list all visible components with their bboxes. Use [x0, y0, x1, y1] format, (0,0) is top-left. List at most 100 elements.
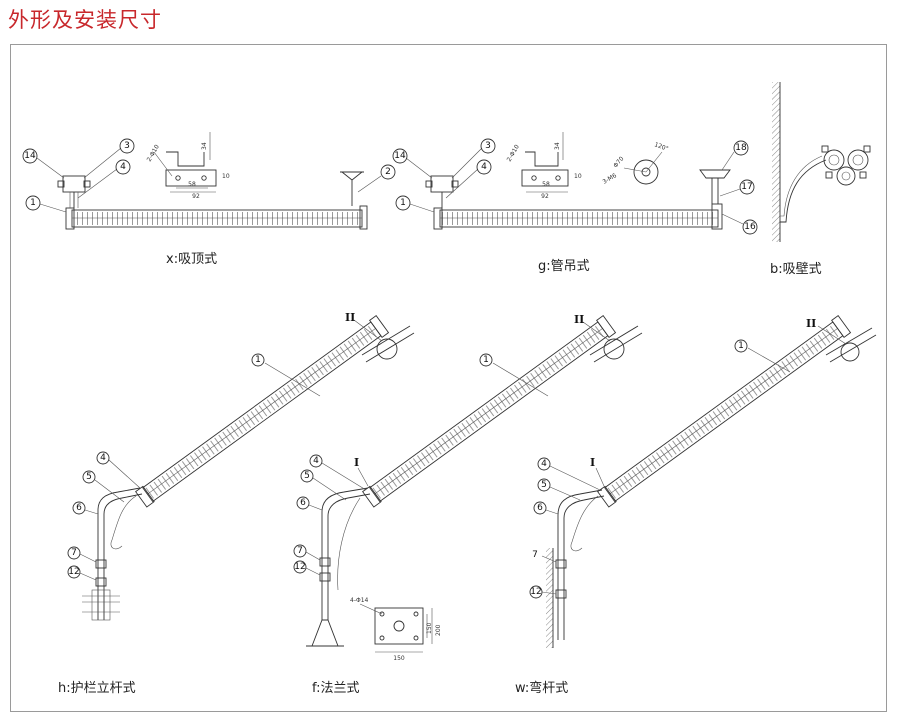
cable: [337, 497, 361, 591]
label-wall-mount: b:吸壁式: [770, 262, 822, 277]
dim-width-2: 92: [541, 193, 549, 200]
callout-1: 1: [483, 355, 489, 365]
callout-6: 6: [76, 503, 82, 513]
callout-16: 16: [744, 222, 756, 232]
callout-1: 1: [255, 355, 261, 365]
callout-5: 5: [541, 480, 547, 490]
clamp-12: [95, 577, 107, 587]
cable: [111, 495, 137, 541]
bracket-detail: 92 58 10 34 2-Φ10: [506, 132, 582, 200]
fixture-end-view: [821, 145, 871, 186]
callout-3: 3: [124, 141, 130, 151]
dim-width-1: 58: [188, 181, 196, 188]
callout-7: 7: [532, 550, 538, 560]
callout-7: 7: [71, 548, 77, 558]
callout-6: 6: [300, 498, 306, 508]
dim-width-1: 58: [542, 181, 550, 188]
fixture-body: [135, 315, 390, 508]
dim-side: 10: [222, 173, 230, 180]
base-plate-detail: 150 200 150 4-Φ14: [350, 597, 442, 662]
callout-4: 4: [120, 162, 126, 172]
clamp-7: [95, 559, 107, 569]
junction-box: [430, 175, 454, 193]
callout-12: 12: [530, 587, 541, 597]
dim-base-width: 150: [393, 655, 405, 662]
callout-4: 4: [100, 453, 106, 463]
label-flange-pole: f:法兰式: [312, 681, 360, 696]
callout-roman-ii: II: [345, 311, 355, 324]
dim-hole: 2-Φ10: [146, 143, 161, 163]
label-guardrail-pole: h:护栏立杆式: [58, 681, 136, 696]
pole: [557, 489, 603, 640]
dim-side: 10: [574, 173, 582, 180]
dim-base-holes: 4-Φ14: [350, 597, 369, 604]
detail-circle-ii: [603, 338, 625, 360]
callout-12: 12: [68, 567, 79, 577]
callout-18: 18: [735, 143, 747, 153]
wall-hatch: [772, 82, 780, 242]
dim-hole: 2-Φ10: [506, 143, 521, 163]
detail-circle-ii: [376, 338, 398, 360]
junction-box: [62, 175, 86, 193]
fixture-body: [439, 209, 719, 228]
fixture-fins: [74, 212, 360, 225]
fixture-body: [71, 209, 363, 228]
cable: [571, 495, 599, 543]
callout-6: 6: [537, 503, 543, 513]
drawing-frame: [10, 44, 887, 712]
dim-flange-holes: 3-M6: [602, 172, 619, 186]
flange-base: [311, 619, 339, 647]
callout-17: 17: [741, 182, 752, 192]
callout-14: 14: [394, 151, 406, 161]
callout-roman-ii: II: [806, 317, 816, 330]
view-h-guardrail-pole: 1 II 4 5 6 7 12 h:护栏立杆式: [58, 311, 415, 696]
end-cap-left: [65, 207, 75, 230]
view-x-ceiling-mount: 92 58 10 34 2-Φ10 14 3 4 1 2 x:吸顶式: [22, 132, 396, 267]
view-w-bent-pole: 1 II I 4 5 6 7 12 w:弯杆式: [515, 315, 877, 696]
callout-4: 4: [481, 162, 487, 172]
pole: [97, 487, 141, 620]
fixture-body: [362, 315, 617, 508]
flange-detail: Φ70 3-M6 120°: [602, 141, 670, 185]
dim-base-h2: 200: [435, 624, 442, 636]
fixture-fins: [442, 212, 716, 225]
view-g-pipe-pendant: 92 58 10 34 2-Φ10 Φ70 3-M6 120° 14 3 4 1…: [392, 132, 758, 274]
dim-flange-angle: 120°: [653, 141, 669, 153]
view-b-wall-mount: b:吸壁式: [770, 82, 871, 277]
callout-5: 5: [86, 472, 92, 482]
wall-hatch: [546, 548, 553, 648]
callout-4: 4: [313, 456, 319, 466]
callout-5: 5: [304, 471, 310, 481]
ceiling-flange: [699, 169, 731, 179]
label-pipe-pendant: g:管吊式: [538, 259, 590, 274]
callout-12: 12: [294, 562, 305, 572]
callout-1: 1: [30, 198, 36, 208]
label-ceiling-mount: x:吸顶式: [166, 252, 217, 267]
end-cap-right: [359, 205, 368, 230]
dim-width-2: 92: [192, 193, 200, 200]
bracket-detail: 92 58 10 34 2-Φ10: [146, 132, 230, 200]
page-title: 外形及安装尺寸: [8, 8, 162, 32]
callout-2: 2: [385, 167, 391, 177]
callout-4: 4: [541, 459, 547, 469]
callout-3: 3: [485, 141, 491, 151]
callout-1: 1: [738, 341, 744, 351]
dim-flange-dia: Φ70: [612, 155, 625, 169]
wall-arm: [780, 159, 827, 223]
callout-roman-ii: II: [574, 313, 584, 326]
callout-roman-i: I: [590, 456, 595, 469]
view-f-flange-pole: 150 200 150 4-Φ14 1 II I 4 5 6 7 12 f:法兰…: [293, 313, 643, 696]
guardrail-post: [91, 589, 111, 621]
fixture-body: [597, 315, 852, 508]
callout-roman-i: I: [354, 456, 359, 469]
pole: [321, 487, 369, 620]
dim-height: 34: [201, 142, 208, 150]
detail-circle-ii: [840, 342, 860, 362]
ceiling-bracket: [341, 171, 363, 206]
dim-base-h1: 150: [426, 622, 433, 634]
label-bent-pole: w:弯杆式: [515, 680, 568, 696]
callout-14: 14: [24, 151, 36, 161]
dim-height: 34: [554, 142, 561, 150]
callout-7: 7: [297, 546, 303, 556]
